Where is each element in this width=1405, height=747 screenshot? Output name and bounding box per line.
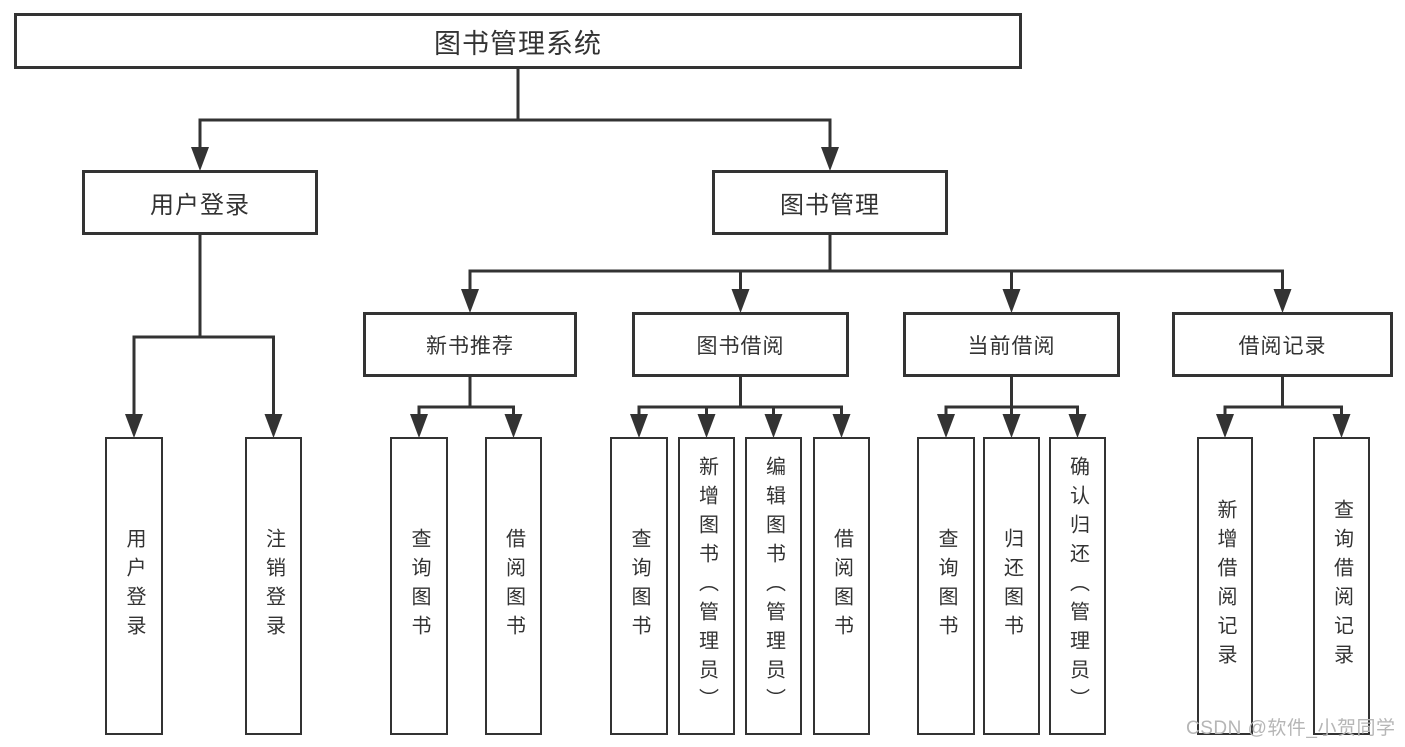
diagram-node-u1: 用户登录 xyxy=(105,437,163,735)
node-label-b3: 编辑图书（管理员） xyxy=(762,455,785,717)
arrowhead-icon xyxy=(461,289,479,313)
arrowhead-icon xyxy=(125,414,143,438)
diagram-node-n1: 查询图书 xyxy=(390,437,448,735)
node-label-b2: 新增图书（管理员） xyxy=(695,455,718,717)
diagram-node-newrec: 新书推荐 xyxy=(363,312,577,377)
arrowhead-icon xyxy=(937,414,955,438)
diagram-node-n2: 借阅图书 xyxy=(485,437,542,735)
node-label-u2: 注销登录 xyxy=(262,528,285,644)
diagram-node-u2: 注销登录 xyxy=(245,437,302,735)
arrowhead-icon xyxy=(1273,289,1292,313)
node-label-c2: 归还图书 xyxy=(1000,528,1023,644)
arrowhead-icon xyxy=(1002,289,1021,313)
diagram-node-b3: 编辑图书（管理员） xyxy=(745,437,802,735)
diagram-node-borrow: 图书借阅 xyxy=(632,312,849,377)
node-label-newrec: 新书推荐 xyxy=(426,334,514,358)
diagram-node-r2: 查询借阅记录 xyxy=(1313,437,1370,735)
node-label-u1: 用户登录 xyxy=(123,528,145,644)
diagram-node-b1: 查询图书 xyxy=(610,437,668,735)
node-label-n2: 借阅图书 xyxy=(502,528,525,644)
watermark: CSDN @软件_小贺同学 xyxy=(1186,718,1396,739)
arrowhead-icon xyxy=(821,147,839,171)
diagram-node-login: 用户登录 xyxy=(82,170,318,235)
arrowhead-icon xyxy=(410,414,428,438)
diagram-node-mgmt: 图书管理 xyxy=(712,170,948,235)
node-label-c3: 确认归还（管理员） xyxy=(1066,455,1089,717)
arrowhead-icon xyxy=(264,414,283,438)
node-label-root: 图书管理系统 xyxy=(434,28,602,59)
arrowhead-icon xyxy=(1002,414,1021,438)
diagram-node-current: 当前借阅 xyxy=(903,312,1120,377)
arrowhead-icon xyxy=(832,414,851,438)
diagram-node-records: 借阅记录 xyxy=(1172,312,1393,377)
arrowhead-icon xyxy=(504,414,523,438)
node-label-r2: 查询借阅记录 xyxy=(1330,499,1353,673)
diagram-node-c2: 归还图书 xyxy=(983,437,1040,735)
diagram-node-c3: 确认归还（管理员） xyxy=(1049,437,1106,735)
node-label-n1: 查询图书 xyxy=(408,528,430,644)
arrowhead-icon xyxy=(764,414,783,438)
node-label-r1: 新增借阅记录 xyxy=(1214,499,1236,673)
arrowhead-icon xyxy=(1216,414,1234,438)
node-label-b4: 借阅图书 xyxy=(830,528,853,644)
arrowhead-icon xyxy=(731,289,750,313)
node-label-current: 当前借阅 xyxy=(967,334,1056,358)
arrowhead-icon xyxy=(191,147,209,171)
node-label-mgmt: 图书管理 xyxy=(780,192,880,219)
node-label-records: 借阅记录 xyxy=(1238,334,1327,358)
diagram-node-c1: 查询图书 xyxy=(917,437,975,735)
node-label-borrow: 图书借阅 xyxy=(696,334,785,358)
diagram-node-r1: 新增借阅记录 xyxy=(1197,437,1253,735)
arrowhead-icon xyxy=(630,414,648,438)
diagram-node-b4: 借阅图书 xyxy=(813,437,870,735)
arrowhead-icon xyxy=(1332,414,1351,438)
diagram-node-root: 图书管理系统 xyxy=(14,13,1022,69)
diagram-node-b2: 新增图书（管理员） xyxy=(678,437,735,735)
arrowhead-icon xyxy=(1068,414,1087,438)
node-label-b1: 查询图书 xyxy=(628,528,650,644)
node-label-login: 用户登录 xyxy=(150,192,250,219)
node-label-c1: 查询图书 xyxy=(935,528,957,644)
arrowhead-icon xyxy=(697,414,716,438)
